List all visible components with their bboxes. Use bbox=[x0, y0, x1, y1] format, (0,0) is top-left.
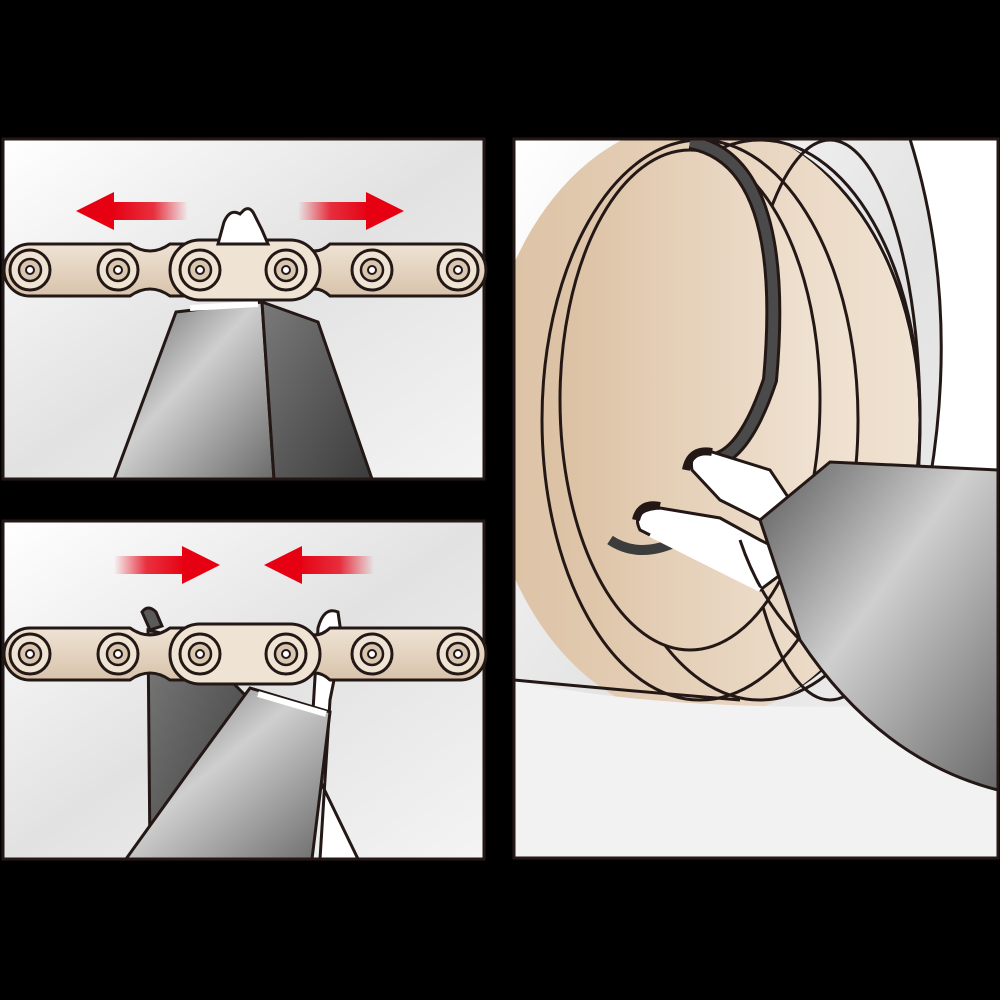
chain-roller bbox=[8, 632, 52, 676]
panel-open-link bbox=[1, 137, 488, 481]
chain-roller bbox=[264, 248, 308, 292]
chain bbox=[2, 207, 488, 302]
right-arrow-icon bbox=[114, 546, 220, 584]
pliers-jaw bbox=[123, 686, 332, 861]
left-arrow-icon bbox=[264, 546, 374, 584]
panel-tire-lever bbox=[512, 137, 1000, 860]
chain-roller bbox=[436, 248, 480, 292]
tire-lever-icon bbox=[632, 447, 998, 792]
chain bbox=[2, 622, 488, 686]
panel-close-link bbox=[1, 519, 488, 861]
chain-roller bbox=[436, 632, 480, 676]
right-arrow-icon bbox=[298, 192, 404, 230]
chain-roller bbox=[96, 632, 140, 676]
chain-roller bbox=[178, 632, 222, 676]
chain-roller bbox=[8, 248, 52, 292]
chain-roller bbox=[264, 632, 308, 676]
pliers-tool bbox=[111, 299, 375, 481]
chain-roller bbox=[350, 632, 394, 676]
chain-roller bbox=[96, 248, 140, 292]
chain-roller bbox=[178, 248, 222, 292]
chain-roller bbox=[350, 248, 394, 292]
left-arrow-icon bbox=[76, 192, 188, 230]
